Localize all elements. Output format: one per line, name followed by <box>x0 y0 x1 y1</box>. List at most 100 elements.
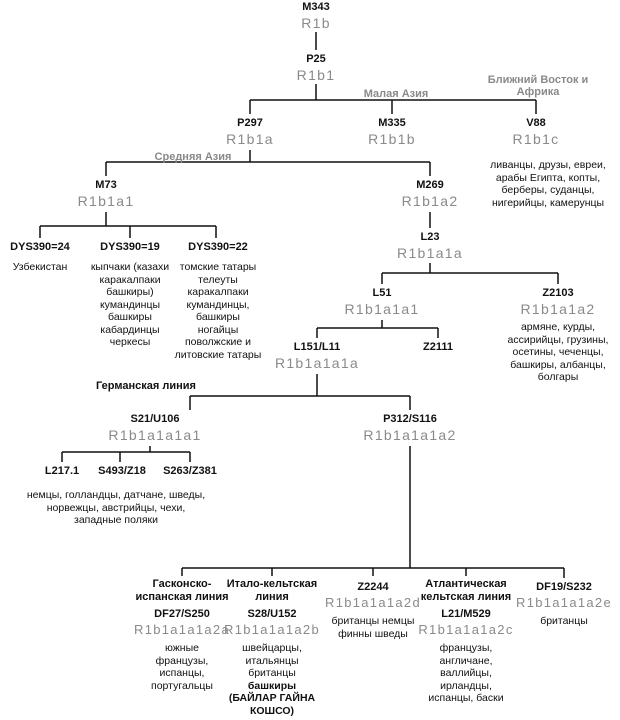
population-line: британцы <box>540 615 588 627</box>
germanic-lineage-label: Германская линия <box>96 380 196 392</box>
haplogroup-label: R1b <box>301 15 331 31</box>
population-line: кумандинцы, <box>186 298 250 311</box>
marker-label: M73 <box>95 179 117 191</box>
node-l217: L217.1 <box>30 464 94 478</box>
population-line: южные <box>165 642 199 654</box>
population-line: берберы, суданцы, <box>501 184 595 196</box>
population-line: французы, <box>439 642 493 654</box>
node-m335: M335 R1b1b <box>342 116 442 148</box>
lineage-label: Гасконско- испанская линия <box>135 578 229 603</box>
population-line: осетины, чеченцы, <box>512 346 604 358</box>
marker-label: DF27/S250 <box>154 608 210 620</box>
node-l23: L23 R1b1a1a <box>380 230 480 262</box>
marker-label: Z2103 <box>542 287 574 299</box>
haplogroup-label: R1b1a1a1a2d <box>325 595 421 610</box>
population-line: армяне, курды, <box>520 321 596 333</box>
marker-label: DYS390=19 <box>100 241 160 253</box>
population-line: арабы Египта, копты, <box>495 171 601 184</box>
marker-label: L23 <box>420 231 440 243</box>
node-v88: V88 R1b1c <box>486 116 586 148</box>
population-line: португальцы <box>151 679 213 692</box>
node-df27: Гасконско- испанская линия DF27/S250 R1b… <box>122 578 242 692</box>
population-line: британцы немцы <box>331 615 415 627</box>
population-line: поволжские и <box>184 336 252 348</box>
population-line: кабардинцы <box>100 323 160 336</box>
population-line: норвежцы, австрийцы, чехи, <box>46 501 186 514</box>
marker-label: M335 <box>378 117 406 129</box>
haplogroup-label: R1b1b <box>368 131 416 147</box>
population-line: испанцы, баски <box>428 692 504 704</box>
population-line: литовские татары <box>174 348 262 361</box>
lineage-label: Итало-кельтская линия <box>226 578 318 603</box>
population-line: ногайцы <box>197 323 239 336</box>
population-line: итальянцы <box>245 654 299 667</box>
lineage-label: Атлантическая кельтская линия <box>420 578 512 603</box>
node-df19: DF19/S232 R1b1a1a1a2e британцы <box>512 580 616 628</box>
population-line: болгары <box>537 371 579 383</box>
marker-label: L151/L11 <box>293 341 341 353</box>
node-p25: P25 R1b1 <box>266 52 366 84</box>
population-line: кумандинцы <box>99 298 161 311</box>
haplogroup-label: R1b1c <box>512 131 560 147</box>
node-l51: L51 R1b1a1a1 <box>332 286 432 318</box>
haplogroup-label: R1b1a1a1a2a <box>134 622 230 637</box>
node-z2103: Z2103 R1b1a1a2 армяне, курды, ассирийцы,… <box>498 286 618 384</box>
haplogroup-label: R1b1a1a <box>397 245 463 261</box>
marker-label: L217.1 <box>44 465 80 477</box>
haplogroup-label: R1b1a1a2 <box>520 301 596 317</box>
population-line: телеуты <box>198 273 238 286</box>
marker-label: S263/Z381 <box>163 465 217 477</box>
node-z2111: Z2111 <box>408 340 468 354</box>
node-p312: P312/S116 R1b1a1a1a2 <box>350 412 470 444</box>
haplogroup-label: R1b1a1a1a2e <box>516 595 612 610</box>
population-line: немцы, голландцы, датчане, шведы, <box>26 489 206 501</box>
population-line: черкесы <box>109 336 151 348</box>
marker-label: L21/M529 <box>441 608 491 620</box>
haplogroup-label: R1b1a1a1a <box>274 355 360 371</box>
region-near-east-line2: Африка <box>516 86 560 98</box>
population-line-bold: (БАЙЛАР ГАЙНА <box>228 692 316 704</box>
population-line: башкиры <box>196 311 240 323</box>
population-line: финны шведы <box>338 627 408 640</box>
haplogroup-label: R1b1a1a1a2 <box>363 427 457 443</box>
population-line: англичане, <box>439 654 493 667</box>
node-s493: S493/Z18 <box>90 464 154 478</box>
marker-label: Z2244 <box>357 581 389 593</box>
population-line: нигерийцы, камерунцы <box>491 196 605 209</box>
population-line: ирландцы, <box>440 679 492 692</box>
node-dys390-22: DYS390=22 томские татары телеуты каракал… <box>166 240 270 361</box>
population-line: башкиры, албанцы, <box>510 358 606 371</box>
region-central-asia: Средняя Азия <box>154 151 232 163</box>
node-dys390-24: DYS390=24 Узбекистан <box>2 240 78 274</box>
haplogroup-label: R1b1 <box>296 67 336 83</box>
marker-label: P25 <box>306 53 326 65</box>
v88-populations: ливанцы, друзы, евреи, арабы Египта, коп… <box>476 156 620 209</box>
germanic-populations: немцы, голландцы, датчане, шведы, норвеж… <box>16 486 216 527</box>
population-line: башкиры) <box>106 286 154 298</box>
node-z2244: Z2244 R1b1a1a1a2d британцы немцы финны ш… <box>323 580 423 640</box>
marker-label: Z2111 <box>423 341 453 353</box>
haplogroup-label: R1b1a1a1 <box>344 301 420 317</box>
population-line-bold: башкиры <box>247 679 297 692</box>
node-p297: P297 R1b1a <box>200 116 300 148</box>
population-line: башкиры <box>108 311 152 323</box>
population-line: ливанцы, друзы, евреи, <box>490 159 606 171</box>
node-dys390-19: DYS390=19 кыпчаки (казахи каракалпаки ба… <box>82 240 178 349</box>
population-line: испанцы, <box>159 667 205 679</box>
haplogroup-label: R1b1a1a1a1 <box>108 427 202 443</box>
node-l151: L151/L11 R1b1a1a1a <box>262 340 372 372</box>
node-m73: M73 R1b1a1 <box>56 178 156 210</box>
region-near-east-line1: Ближний Восток и <box>487 74 589 86</box>
population-line: каракалпаки <box>187 286 249 298</box>
node-s21: S21/U106 R1b1a1a1a1 <box>100 412 210 444</box>
marker-label: L51 <box>372 287 392 299</box>
population-line: западные поляки <box>74 514 158 526</box>
region-asia-minor: Малая Азия <box>363 88 429 100</box>
haplogroup-label: R1b1a2 <box>401 193 459 209</box>
marker-label: S493/Z18 <box>98 465 146 477</box>
population-line: Узбекистан <box>12 261 68 273</box>
node-s28: Итало-кельтская линия S28/U152 R1b1a1a1a… <box>218 578 326 717</box>
population-line: ассирийцы, грузины, <box>507 333 609 346</box>
node-m343: M343 R1b <box>276 0 356 32</box>
